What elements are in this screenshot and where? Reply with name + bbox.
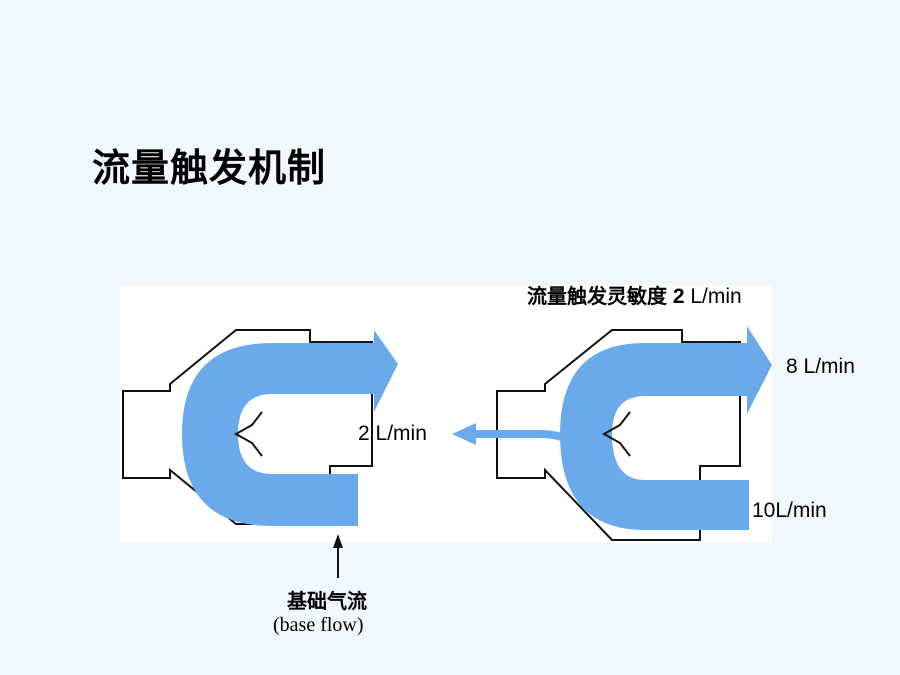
inflow-label: 10L/min	[752, 499, 827, 523]
sensitivity-text: 流量触发灵敏度	[527, 284, 667, 308]
base-flow-pointer-head	[333, 534, 343, 548]
base-flow-label-en: (base flow)	[273, 614, 364, 636]
trigger-flow-label: 2 L/min	[358, 422, 427, 446]
trigger-sensitivity-label: 流量触发灵敏度 2 L/min	[527, 280, 742, 309]
outflow-value: 8	[786, 355, 798, 378]
trigger-flow-arrowhead	[452, 423, 476, 445]
trigger-flow-unit: L/min	[375, 422, 427, 445]
inflow-value: 10	[752, 499, 776, 522]
right-nozzle	[601, 411, 631, 457]
inflow-unit: L/min	[775, 499, 827, 522]
slide-title: 流量触发机制	[92, 146, 327, 190]
sensitivity-unit: L/min	[690, 285, 742, 308]
base-flow-label-cn: 基础气流	[287, 589, 367, 613]
trigger-flow-value: 2	[358, 422, 370, 445]
left-nozzle	[233, 411, 263, 457]
trigger-flow-arrow	[476, 430, 575, 446]
sensitivity-value: 2	[672, 285, 685, 308]
left-flow-arrow	[182, 330, 398, 526]
outflow-label: 8 L/min	[786, 355, 855, 379]
outflow-unit: L/min	[803, 355, 855, 378]
right-flow-arrow	[560, 326, 772, 530]
